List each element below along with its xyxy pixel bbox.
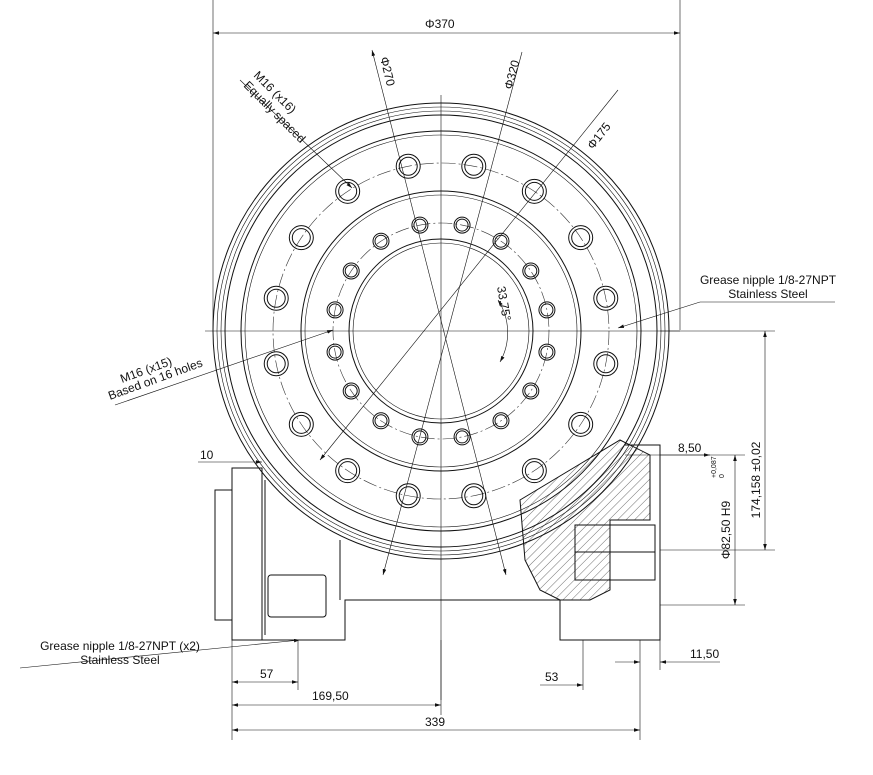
bolt-hole: [335, 178, 361, 204]
bolt-hole: [538, 301, 556, 319]
bolt-hole: [291, 228, 311, 248]
housing: [214, 439, 661, 641]
dim-53: 53: [545, 670, 559, 684]
dim-angle: 33,75°: [494, 285, 514, 322]
bolt-hole: [521, 458, 547, 484]
dim-d175: Φ175: [584, 120, 613, 152]
bolt-hole: [342, 262, 360, 280]
bolt-hole: [524, 264, 538, 278]
callout-grease-right-line1: Grease nipple 1/8-27NPT: [700, 273, 837, 287]
bolt-hole: [288, 411, 314, 437]
bolt-hole: [540, 303, 554, 317]
bolt-hole: [263, 285, 289, 311]
bolt-hole: [338, 461, 358, 481]
bolt-hole: [328, 345, 342, 359]
dim-57: 57: [260, 667, 274, 681]
dim-height-174: 174,158 ±0,02: [749, 441, 763, 518]
bolt-hole: [524, 384, 538, 398]
bolt-hole: [521, 178, 547, 204]
bolt-hole: [288, 225, 314, 251]
bolt-hole: [344, 264, 358, 278]
bolt-hole: [568, 411, 594, 437]
bolt-hole: [571, 414, 591, 434]
bolt-hole: [291, 414, 311, 434]
bolt-hole: [263, 351, 289, 377]
dim-11-50: 11,50: [690, 647, 719, 661]
dim-339: 339: [425, 715, 445, 729]
bolt-hole: [335, 458, 361, 484]
dimension-lines: [19, 0, 775, 740]
callout-grease-right-line2: Stainless Steel: [728, 287, 807, 301]
callout-grease-left-line2: Stainless Steel: [80, 653, 159, 667]
dim-10: 10: [200, 448, 214, 462]
dim-169-50: 169,50: [312, 689, 349, 703]
bolt-hole: [266, 354, 286, 374]
bolt-hole: [522, 382, 540, 400]
dim-d82-tol-upper: +0,087: [711, 456, 718, 478]
dim-8-50: 8,50: [678, 441, 702, 455]
bolt-hole: [524, 181, 544, 201]
dim-d82-tol-lower: 0: [719, 474, 726, 478]
bolt-hole: [596, 288, 616, 308]
bolt-hole: [342, 382, 360, 400]
slew-ring: [205, 95, 680, 700]
bolt-hole: [568, 225, 594, 251]
bolt-hole: [326, 343, 344, 361]
bolt-hole: [455, 430, 469, 444]
bolt-hole: [538, 343, 556, 361]
bolt-hole: [344, 384, 358, 398]
bolt-hole: [522, 262, 540, 280]
bolt-hole: [596, 354, 616, 374]
dim-d320: Φ320: [501, 58, 522, 91]
bolt-hole: [328, 303, 342, 317]
dim-outer-diameter: Φ370: [425, 17, 455, 31]
bolt-hole: [326, 301, 344, 319]
dim-d82: Φ82,50 H9: [719, 501, 733, 560]
bolt-hole: [266, 288, 286, 308]
bolt-hole: [524, 461, 544, 481]
nameplate: [267, 574, 327, 618]
bolt-hole: [338, 181, 358, 201]
diameter-leaders: [114, 49, 835, 576]
callout-grease-left-line1: Grease nipple 1/8-27NPT (x2): [40, 639, 200, 653]
bolt-hole: [593, 285, 619, 311]
bolt-hole: [571, 228, 591, 248]
bolt-hole: [540, 345, 554, 359]
bolt-hole: [593, 351, 619, 377]
